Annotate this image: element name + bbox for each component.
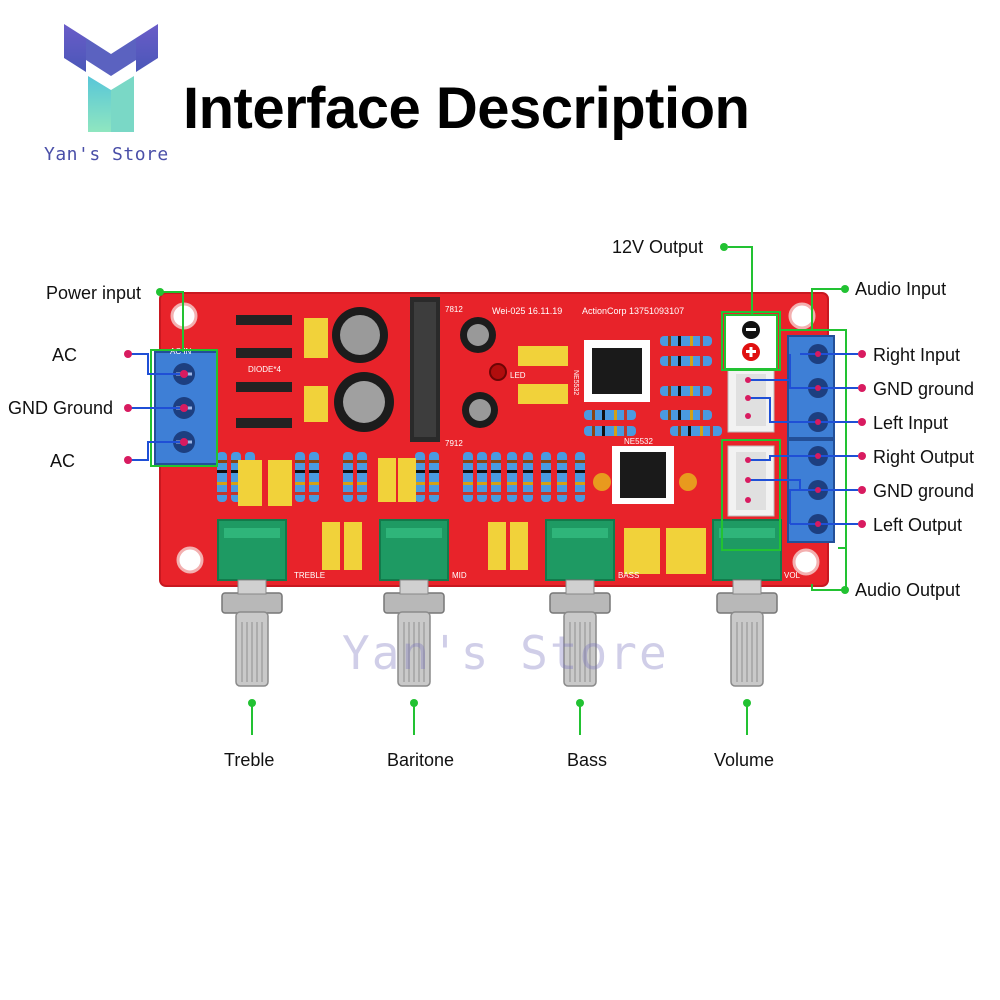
silk-7912: 7912 [445,439,463,448]
resistor [541,452,551,502]
resistor [660,356,712,366]
silk-ne5532-1: NE5532 [572,370,579,395]
page-title: Interface Description [183,76,750,141]
label-right-input: Right Input [873,345,961,365]
resistor [415,452,425,502]
potentiometer-volume[interactable] [712,519,782,687]
resistor [523,452,533,502]
callout-lines-blue [128,353,858,525]
label-treble: Treble [224,750,275,770]
film-capacitor [510,522,528,570]
potentiometers [217,519,782,687]
brand-name: Yan's Store [44,144,169,165]
film-capacitor [624,528,660,574]
film-capacitor [344,522,362,570]
film-capacitor [304,386,328,422]
silk-diode: DIODE*4 [248,365,281,374]
silk-ne5532-2: NE5532 [624,437,653,446]
resistor [429,452,439,502]
potentiometer-baritone[interactable] [379,519,449,687]
label-left-input: Left Input [873,413,949,433]
resistor [584,410,636,420]
callout-dots-green [156,243,849,707]
12v-output-connector [724,314,778,370]
resistor [357,452,367,502]
potentiometer-bass[interactable] [545,519,615,687]
silk-company: ActionCorp 13751093107 [582,306,684,316]
label-volume: Volume [714,750,775,770]
film-capacitor [518,384,568,404]
silk-led: LED [510,371,526,380]
resistor [584,426,636,436]
yan-store-logo [64,24,158,132]
resistor [660,386,712,396]
diode-bridge [236,315,292,428]
label-gnd-ground-input: GND ground [873,379,975,399]
label-baritone: Baritone [387,750,455,770]
resistor [477,452,487,502]
label-audio-input: Audio Input [855,279,947,299]
ceramic-capacitor [679,473,697,491]
label-12v-output: 12V Output [612,237,704,257]
film-capacitor [488,522,506,570]
silk-7812: 7812 [445,305,463,314]
resistor [670,426,722,436]
resistor [557,452,567,502]
led [489,363,507,381]
silk-bass: BASS [618,571,639,580]
resistor [507,452,517,502]
label-ac-top: AC [52,345,78,365]
op-amp-chip-2 [612,446,674,504]
store-watermark: Yan's Store [342,626,669,680]
resistor [217,452,227,502]
op-amp-chip-1 [584,340,650,402]
silk-vol: VOL [784,571,801,580]
silk-mid: MID [452,571,467,580]
resistor [343,452,353,502]
film-capacitor [304,318,328,358]
film-capacitor [378,458,396,502]
film-capacitor [666,528,706,574]
film-capacitor [518,346,568,366]
silk-ac-in: AC IN [170,347,192,356]
label-power-input: Power input [46,283,142,303]
film-capacitor [322,522,340,570]
mount-hole [788,302,816,330]
resistor [295,452,305,502]
input-header-connector [727,367,775,433]
mount-hole [792,548,820,576]
potentiometer-treble[interactable] [217,519,287,687]
label-left-output: Left Output [873,515,963,535]
label-gnd-ground-left: GND Ground [8,398,114,418]
label-audio-output: Audio Output [855,580,961,600]
mount-hole [176,546,204,574]
label-gnd-ground-output: GND ground [873,481,975,501]
resistor [660,410,712,420]
resistor [491,452,501,502]
silk-header: Wei-025 16.11.19 [492,306,562,316]
callout-dots-red [124,350,866,528]
resistor [463,452,473,502]
pcb-board [160,293,828,586]
resistor [575,452,585,502]
label-ac-bottom: AC [50,451,76,471]
film-capacitor [238,460,262,506]
ceramic-capacitor [593,473,611,491]
resistor [660,336,712,346]
label-bass: Bass [567,750,608,770]
resistor [309,452,319,502]
film-capacitor [268,460,292,506]
label-right-output: Right Output [873,447,975,467]
silk-treble: TREBLE [294,571,325,580]
film-capacitor [398,458,416,502]
